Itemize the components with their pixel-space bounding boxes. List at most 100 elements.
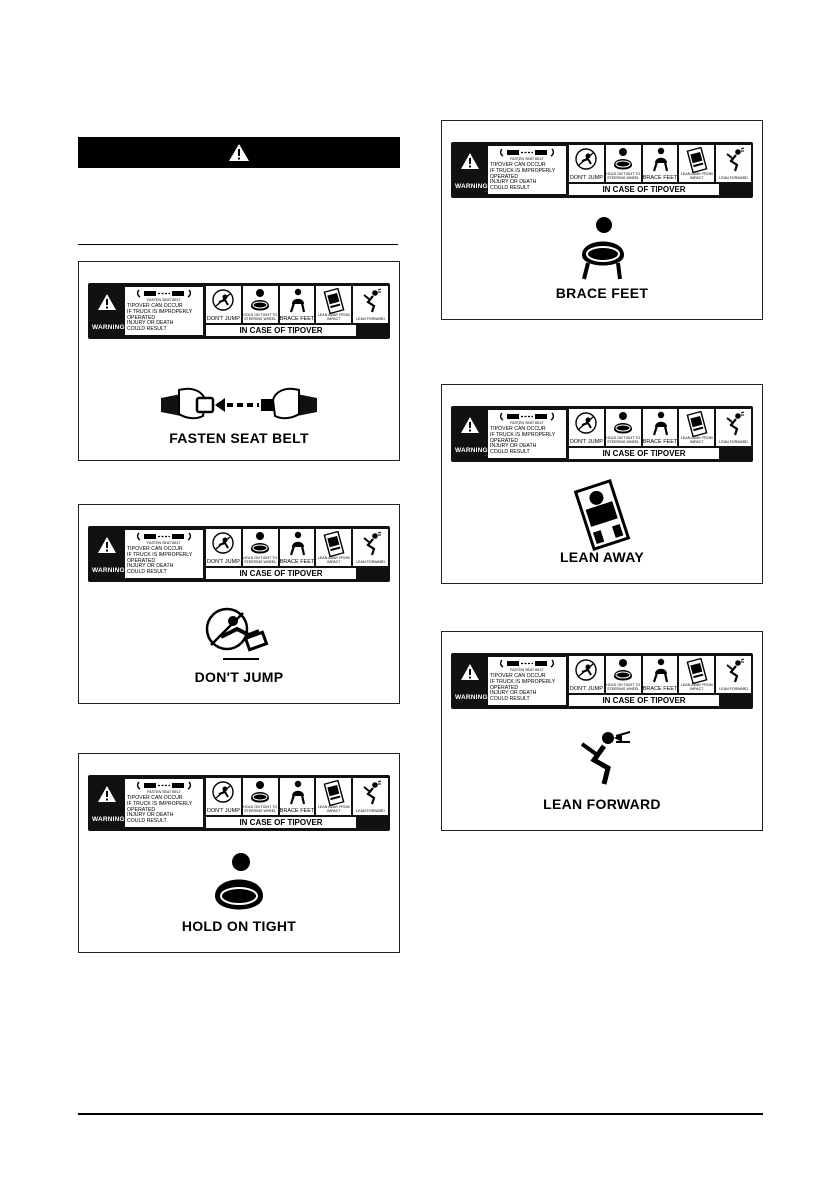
lean-away-icon xyxy=(323,531,345,557)
decal-cell-brace-feet: BRACE FEET xyxy=(642,409,678,446)
decal-fasten-label: FASTEN SEAT BELT xyxy=(147,790,181,794)
decal-cell-lean-forward: LEAN FORWARD xyxy=(716,409,751,446)
footer-rule xyxy=(78,1113,763,1115)
decal-fasten-label: FASTEN SEAT BELT xyxy=(147,541,181,545)
decal-cell-lean-forward: LEAN FORWARD xyxy=(716,656,751,693)
seat-belt-buckle-icon xyxy=(161,387,317,420)
dont-jump-icon xyxy=(575,659,598,681)
brace-feet-icon xyxy=(652,658,669,683)
lean-away-icon xyxy=(323,288,345,314)
decal-cell-brace-feet: BRACE FEET xyxy=(642,145,678,182)
panel-caption: LEAN FORWARD xyxy=(543,796,661,812)
warning-triangle-icon xyxy=(98,294,116,310)
brace-feet-icon xyxy=(289,288,306,313)
decal-cell-dont-jump: DON'T JUMP xyxy=(206,286,241,323)
lean-forward-icon xyxy=(726,658,744,683)
decal-cell-brace-feet: BRACE FEET xyxy=(642,656,678,693)
seat-belt-icon xyxy=(499,659,555,668)
seat-belt-icon xyxy=(499,148,555,157)
decal-cell-lean-away: LEAN AWAY FROM IMPACT xyxy=(679,145,715,182)
lean-forward-icon xyxy=(363,288,381,313)
tipover-decal: WARNING FASTEN SEAT BELT TIPOVER CAN OCC… xyxy=(88,283,390,339)
decal-fasten-label: FASTEN SEAT BELT xyxy=(510,157,544,161)
decal-warning-label: WARNING xyxy=(455,694,488,701)
dont-jump-icon xyxy=(212,781,235,803)
decal-cell-dont-jump: DON'T JUMP xyxy=(206,778,241,815)
warning-triangle-icon xyxy=(98,537,116,553)
tipover-decal: WARNING FASTEN SEAT BELT TIPOVER CAN OCC… xyxy=(451,653,753,709)
decal-warning-text: TIPOVER CAN OCCUR IF TRUCK IS IMPROPERLY… xyxy=(127,303,193,333)
seat-belt-icon xyxy=(136,289,192,298)
decal-cell-lean-forward: LEAN FORWARD xyxy=(353,529,388,566)
dont-jump-icon xyxy=(212,289,235,311)
lean-forward-icon xyxy=(363,531,381,556)
decal-cell-dont-jump: DON'T JUMP xyxy=(206,529,241,566)
lean-away-icon xyxy=(686,147,708,173)
decal-warning-label: WARNING xyxy=(455,447,488,454)
warning-triangle-icon xyxy=(461,417,479,433)
hold-on-tight-icon xyxy=(251,781,270,803)
decal-cell-dont-jump: DON'T JUMP xyxy=(569,145,604,182)
brace-feet-icon xyxy=(582,217,624,280)
decal-fasten-label: FASTEN SEAT BELT xyxy=(147,298,181,302)
lean-away-icon xyxy=(323,780,345,806)
seat-belt-icon xyxy=(136,532,192,541)
dont-jump-icon xyxy=(575,412,598,434)
decal-cell-lean-away: LEAN AWAY FROM IMPACT xyxy=(679,656,715,693)
decal-warning-text: TIPOVER CAN OCCUR IF TRUCK IS IMPROPERLY… xyxy=(127,795,193,825)
hold-on-tight-icon xyxy=(614,148,633,170)
decal-cell-lean-away: LEAN AWAY FROM IMPACT xyxy=(316,529,352,566)
decal-tipover-label: IN CASE OF TIPOVER xyxy=(206,817,356,828)
tipover-decal: WARNING FASTEN SEAT BELT TIPOVER CAN OCC… xyxy=(451,142,753,198)
hold-on-tight-icon xyxy=(215,853,263,910)
lean-away-icon xyxy=(573,479,631,551)
decal-cell-hold-on-tight: HOLD ON TIGHT TO STEERING WHEEL xyxy=(605,656,641,693)
section-divider xyxy=(78,244,398,245)
panel-lean-away: WARNING FASTEN SEAT BELT TIPOVER CAN OCC… xyxy=(441,384,763,584)
warning-triangle-icon xyxy=(98,786,116,802)
warning-triangle-icon xyxy=(461,153,479,169)
decal-cell-lean-forward: LEAN FORWARD xyxy=(353,778,388,815)
seat-belt-icon xyxy=(499,412,555,421)
decal-cell-hold-on-tight: HOLD ON TIGHT TO STEERING WHEEL xyxy=(242,529,278,566)
decal-tipover-label: IN CASE OF TIPOVER xyxy=(206,325,356,336)
decal-tipover-label: IN CASE OF TIPOVER xyxy=(569,184,719,195)
decal-warning-text: TIPOVER CAN OCCUR IF TRUCK IS IMPROPERLY… xyxy=(490,673,556,703)
brace-feet-icon xyxy=(289,780,306,805)
seat-belt-icon xyxy=(136,781,192,790)
decal-warning-text: TIPOVER CAN OCCUR IF TRUCK IS IMPROPERLY… xyxy=(490,426,556,456)
panel-fasten-seat-belt: WARNING FASTEN SEAT BELT TIPOVER CAN OCC… xyxy=(78,261,400,461)
dont-jump-icon xyxy=(205,607,269,660)
panel-caption: LEAN AWAY xyxy=(559,549,645,565)
brace-feet-icon xyxy=(652,147,669,172)
decal-warning-text: TIPOVER CAN OCCUR IF TRUCK IS IMPROPERLY… xyxy=(127,546,193,576)
decal-tipover-label: IN CASE OF TIPOVER xyxy=(569,695,719,706)
hold-on-tight-icon xyxy=(614,412,633,434)
decal-cell-lean-away: LEAN AWAY FROM IMPACT xyxy=(316,778,352,815)
brace-feet-icon xyxy=(289,531,306,556)
lean-away-icon xyxy=(686,411,708,437)
tipover-decal: WARNING FASTEN SEAT BELT TIPOVER CAN OCC… xyxy=(88,526,390,582)
dont-jump-icon xyxy=(575,148,598,170)
decal-fasten-label: FASTEN SEAT BELT xyxy=(510,421,544,425)
decal-cell-brace-feet: BRACE FEET xyxy=(279,778,315,815)
lean-forward-icon xyxy=(726,411,744,436)
panel-caption: FASTEN SEAT BELT xyxy=(169,430,309,446)
decal-cell-hold-on-tight: HOLD ON TIGHT TO STEERING WHEEL xyxy=(242,286,278,323)
decal-cell-lean-away: LEAN AWAY FROM IMPACT xyxy=(679,409,715,446)
lean-forward-icon xyxy=(363,780,381,805)
decal-cell-hold-on-tight: HOLD ON TIGHT TO STEERING WHEEL xyxy=(605,145,641,182)
decal-tipover-label: IN CASE OF TIPOVER xyxy=(206,568,356,579)
warning-triangle-icon xyxy=(229,144,249,161)
tipover-decal: WARNING FASTEN SEAT BELT TIPOVER CAN OCC… xyxy=(451,406,753,462)
panel-caption: DON'T JUMP xyxy=(194,669,284,685)
decal-cell-lean-away: LEAN AWAY FROM IMPACT xyxy=(316,286,352,323)
dont-jump-icon xyxy=(212,532,235,554)
panel-dont-jump: WARNING FASTEN SEAT BELT TIPOVER CAN OCC… xyxy=(78,504,400,704)
hold-on-tight-icon xyxy=(614,659,633,681)
decal-cell-lean-forward: LEAN FORWARD xyxy=(716,145,751,182)
brace-feet-icon xyxy=(652,411,669,436)
decal-warning-label: WARNING xyxy=(92,816,125,823)
decal-cell-brace-feet: BRACE FEET xyxy=(279,529,315,566)
lean-forward-icon xyxy=(726,147,744,172)
